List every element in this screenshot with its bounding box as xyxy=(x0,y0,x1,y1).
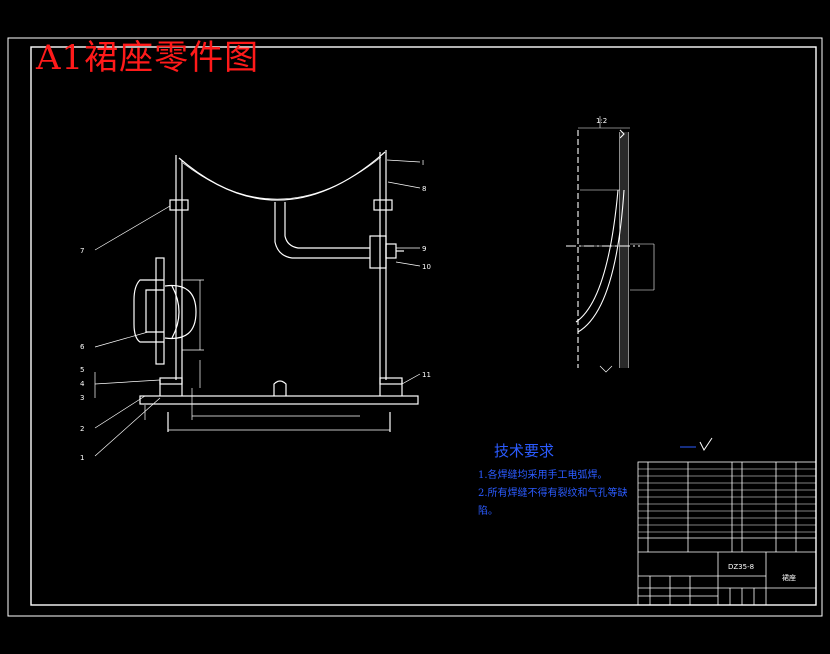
leader-label-1: 1 xyxy=(80,454,84,462)
leader-label-11: 11 xyxy=(422,371,431,379)
detail-view-i xyxy=(566,116,655,373)
leader-label-8: 8 xyxy=(422,185,426,193)
tech-requirement-1: 1.各焊缝均采用手工电弧焊。 xyxy=(478,470,608,481)
leader-label-7: 7 xyxy=(80,247,84,255)
outer-frame xyxy=(7,37,823,617)
parts-list xyxy=(637,461,817,606)
inner-frame xyxy=(30,46,817,606)
leader-label-5: 5 xyxy=(80,366,84,374)
detail-scale-label: 1:2 xyxy=(596,117,607,125)
leader-lines xyxy=(94,159,421,457)
roughness-symbol xyxy=(680,437,713,451)
leader-labels: 7 6 5 4 3 2 1 I 8 9 10 11 xyxy=(80,159,431,462)
leader-label-4: 4 xyxy=(80,380,85,388)
leader-label-I: I xyxy=(422,159,424,167)
title-name-field: 裙座 xyxy=(782,573,796,582)
leader-label-3: 3 xyxy=(80,394,84,402)
leader-label-9: 9 xyxy=(422,245,426,253)
drawing-number: DZ35-8 xyxy=(728,563,754,571)
leader-label-10: 10 xyxy=(422,263,431,271)
tech-requirement-2: 2.所有焊缝不得有裂纹和气孔等缺陷。 xyxy=(478,488,628,517)
technical-requirements: 技术要求 1.各焊缝均采用手工电弧焊。 2.所有焊缝不得有裂纹和气孔等缺陷。 xyxy=(478,440,628,521)
drawing-title: A1裙座零件图 xyxy=(36,38,260,78)
leader-label-2: 2 xyxy=(80,425,84,433)
leader-label-6: 6 xyxy=(80,343,85,351)
skirt-front-view xyxy=(133,150,419,432)
tech-requirements-heading: 技术要求 xyxy=(494,442,555,460)
parts-list-rows xyxy=(638,468,816,533)
